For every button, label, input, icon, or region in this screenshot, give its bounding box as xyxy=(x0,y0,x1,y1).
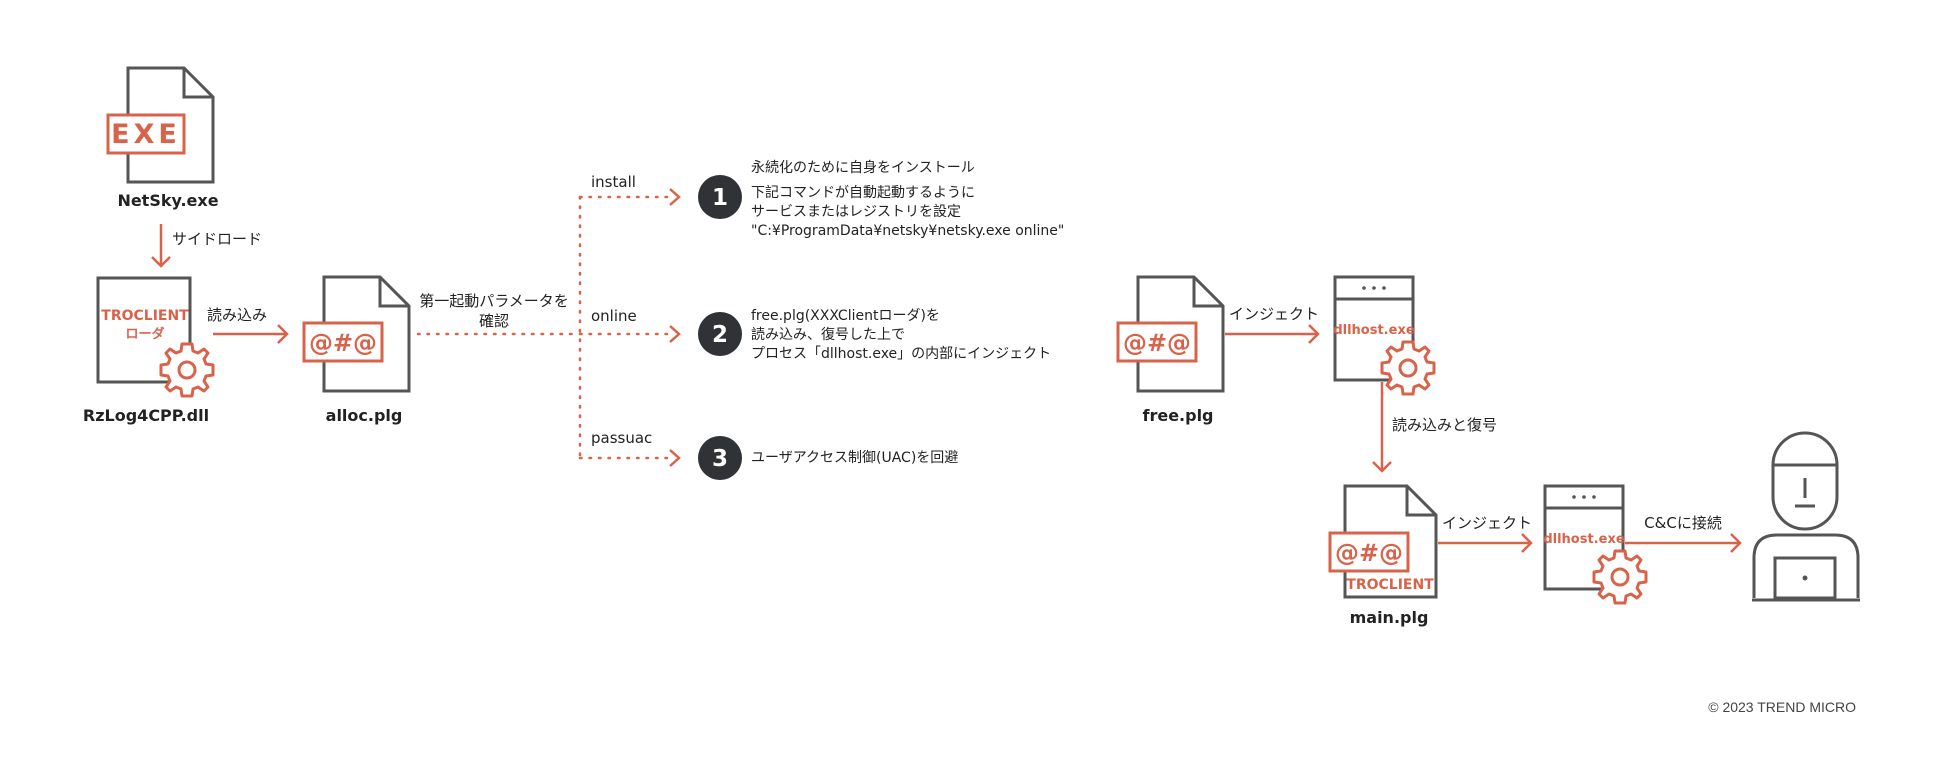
load-label: 読み込み xyxy=(207,306,267,324)
plg-icon-text: @#@ xyxy=(1123,329,1191,357)
branch-online: online 2 free.plg(XXXClientローダ)を 読み込み、復号… xyxy=(591,307,1051,362)
gear-icon xyxy=(1380,340,1436,396)
gear-icon xyxy=(1592,549,1648,605)
plg-icon-text: @#@ xyxy=(309,329,377,357)
main-plg-file: @#@ TROCLIENT main.plg xyxy=(1328,484,1438,627)
cc-label: C&Cに接続 xyxy=(1644,514,1722,532)
window-icon xyxy=(1543,484,1625,591)
online-desc-2: 読み込み、復号した上で xyxy=(751,326,905,343)
dllhost-text-2: dllhost.exe xyxy=(1543,532,1624,547)
passuac-desc-1: ユーザアクセス制御(UAC)を回避 xyxy=(751,450,958,466)
exe-icon xyxy=(106,113,186,155)
free-label: free.plg xyxy=(1142,406,1213,425)
branch-passuac: passuac 3 ユーザアクセス制御(UAC)を回避 xyxy=(591,429,958,480)
troclient-text: TROCLIENT xyxy=(1346,577,1434,593)
install-desc-1: 永続化のために自身をインストール xyxy=(751,159,975,176)
plg-icon-text: @#@ xyxy=(1335,539,1403,567)
load-decrypt-label: 読み込みと復号 xyxy=(1392,416,1497,434)
attacker-icon xyxy=(1752,431,1860,602)
param-install: install xyxy=(591,173,636,191)
badge-1 xyxy=(698,175,742,219)
document-icon xyxy=(126,66,215,184)
badge-1-number: 1 xyxy=(712,185,728,211)
branch-lines xyxy=(416,188,681,467)
install-desc-4: "C:¥ProgramData¥netsky¥netsky.exe online… xyxy=(751,223,1064,239)
dllhost-text-1: dllhost.exe xyxy=(1333,323,1414,338)
dllhost-process-1: dllhost.exe xyxy=(1333,275,1436,396)
badge-2-number: 2 xyxy=(712,322,728,348)
install-desc-3: サービスまたはレジストリを設定 xyxy=(751,204,961,220)
copyright: © 2023 TREND MICRO xyxy=(1708,699,1856,715)
sideload-arrow: サイドロード xyxy=(151,224,262,268)
param-online: online xyxy=(591,307,637,325)
free-plg-file: @#@ free.plg xyxy=(1116,275,1225,425)
load-decrypt-arrow: 読み込みと復号 xyxy=(1372,382,1497,473)
netsky-label: NetSky.exe xyxy=(117,191,218,210)
rzlog-label: RzLog4CPP.dll xyxy=(83,406,209,425)
install-desc-2: 下記コマンドが自動起動するように xyxy=(751,184,975,201)
param-check-label-2: 確認 xyxy=(479,312,509,330)
param-check-label-1: 第一起動パラメータを xyxy=(419,292,569,310)
inject-arrow-2: インジェクト xyxy=(1438,514,1533,553)
rzlog-dll-file: TROCLIENT ローダ RzLog4CPP.dll xyxy=(83,276,215,425)
cc-arrow: C&Cに接続 xyxy=(1625,514,1742,553)
branch-install: install 1 永続化のために自身をインストール 下記コマンドが自動起動する… xyxy=(591,159,1064,239)
badge-2 xyxy=(698,312,742,356)
param-passuac: passuac xyxy=(591,429,652,447)
inject-label-1: インジェクト xyxy=(1229,305,1319,323)
document-icon xyxy=(1136,275,1225,393)
load-arrow: 読み込み xyxy=(207,306,289,344)
plg-icon xyxy=(1116,321,1198,363)
alloc-label: alloc.plg xyxy=(326,406,403,425)
window-icon xyxy=(1333,275,1415,382)
document-icon xyxy=(1343,484,1438,599)
netsky-exe-file: EXE NetSky.exe xyxy=(106,66,219,210)
plg-icon xyxy=(1328,531,1410,573)
document-icon xyxy=(322,275,411,393)
badge-3-number: 3 xyxy=(712,446,728,472)
inject-arrow-1: インジェクト xyxy=(1225,305,1320,344)
dllhost-process-2: dllhost.exe xyxy=(1543,484,1648,605)
online-desc-1: free.plg(XXXClientローダ)を xyxy=(751,308,940,324)
exe-icon-text: EXE xyxy=(111,119,181,150)
troclient-text: TROCLIENT xyxy=(101,308,189,324)
loader-text: ローダ xyxy=(125,326,164,342)
online-desc-3: プロセス「dllhost.exe」の内部にインジェクト xyxy=(751,346,1051,362)
inject-label-2: インジェクト xyxy=(1442,514,1532,532)
sideload-label: サイドロード xyxy=(172,230,262,248)
main-label: main.plg xyxy=(1350,608,1429,627)
gear-icon xyxy=(159,342,215,398)
plg-icon xyxy=(302,321,384,363)
badge-3 xyxy=(698,436,742,480)
alloc-plg-file: @#@ alloc.plg xyxy=(302,275,411,425)
